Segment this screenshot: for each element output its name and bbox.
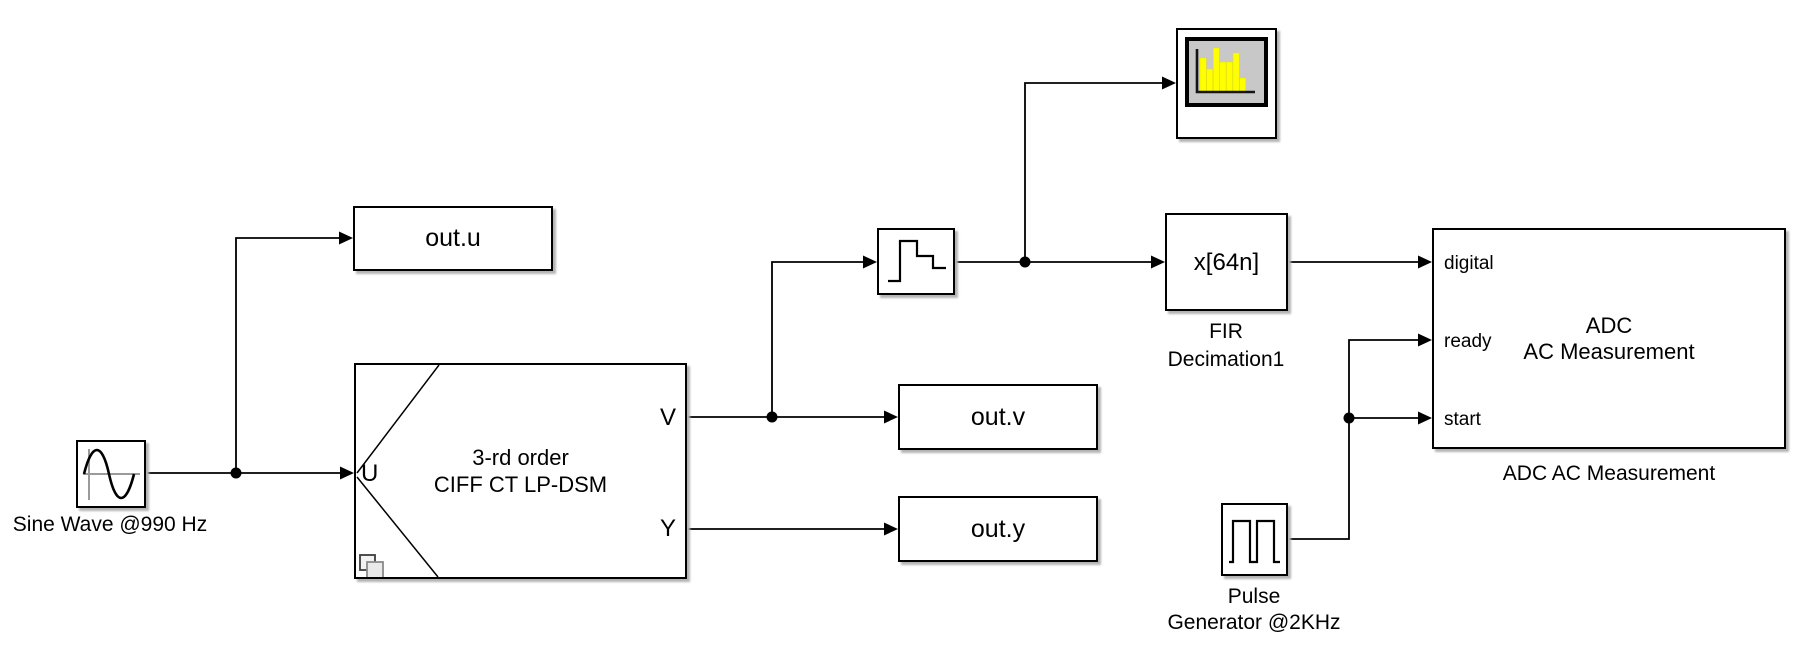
adc-port-start-label: start [1444, 409, 1481, 430]
wire-arrowhead [1418, 255, 1432, 269]
wire-junction-dot [1343, 412, 1355, 424]
out-y-block[interactable]: out.y [898, 496, 1098, 562]
wire-arrowhead [339, 231, 353, 245]
pulse-generator-label[interactable]: Pulse Generator @2KHz [1094, 584, 1414, 636]
wire-arrowhead [1418, 333, 1432, 347]
adc-ac-measurement-label[interactable]: ADC AC Measurement [1449, 461, 1769, 487]
subsystem-variant-icon [359, 554, 384, 577]
pulse-waveform-icon [1229, 519, 1280, 564]
wire-pulse-to-adc-ready[interactable] [1288, 339, 1420, 540]
dsm-title-line1: 3-rd order [472, 445, 569, 470]
adc-ac-measurement-label-text: ADC AC Measurement [1502, 462, 1716, 485]
wire-arrowhead [884, 410, 898, 424]
dsm-port-y-label: Y [659, 515, 676, 542]
adc-ac-measurement-block[interactable]: ADC AC Measurement digital ready start [1432, 228, 1786, 449]
adc-port-ready-label: ready [1444, 331, 1492, 352]
sine-wave-label[interactable]: Sine Wave @990 Hz [0, 512, 270, 538]
fir-decimation-label-line2: Decimation1 [1167, 348, 1285, 371]
wire-branch-to-scope[interactable] [1024, 82, 1164, 262]
wire-junction-dot [230, 467, 242, 479]
fir-decimation-label[interactable]: FIR Decimation1 [1066, 318, 1386, 374]
out-v-text: out.v [970, 402, 1026, 431]
pulse-generator-block[interactable] [1221, 503, 1288, 576]
fir-decimation-text: x[64n] [1193, 248, 1260, 276]
pulse-generator-label-line2: Generator @2KHz [1167, 611, 1341, 634]
dsm-port-v-label: V [659, 404, 676, 431]
wire-branch-to-out-u[interactable] [235, 237, 341, 473]
wire-arrowhead [1151, 255, 1165, 269]
wire-arrowhead [884, 522, 898, 536]
dsm-chevron-icon [356, 365, 440, 577]
spectrum-histogram-icon [1185, 37, 1268, 107]
adc-title: ADC AC Measurement [1523, 313, 1694, 365]
out-u-text: out.u [425, 224, 481, 252]
dsm-subsystem-block[interactable]: 3-rd order CIFF CT LP-DSM U V Y [354, 363, 687, 579]
wire-junction-dot [1019, 256, 1031, 268]
wire-arrowhead [1418, 411, 1432, 425]
wire-branch-to-quantizer[interactable] [771, 261, 865, 417]
pulse-generator-label-line1: Pulse [1227, 585, 1281, 608]
adc-port-digital-label: digital [1444, 253, 1494, 274]
adc-title-line2: AC Measurement [1523, 338, 1695, 364]
wire-arrowhead [340, 466, 354, 480]
adc-title-line1: ADC [1585, 312, 1633, 338]
dsm-title-line2: CIFF CT LP-DSM [433, 472, 608, 497]
wire-junction-dot [766, 411, 778, 423]
wire-arrowhead [863, 255, 877, 269]
wire-arrowhead [1162, 76, 1176, 90]
spectrum-scope-block[interactable] [1176, 28, 1277, 139]
quantizer-block[interactable] [877, 228, 955, 295]
sine-wave-block[interactable] [76, 440, 146, 508]
out-u-block[interactable]: out.u [353, 206, 553, 271]
sine-wave-label-text: Sine Wave @990 Hz [12, 513, 208, 536]
fir-decimation-label-line1: FIR [1209, 320, 1243, 343]
staircase-waveform-icon [888, 239, 946, 283]
sine-wave-icon [82, 448, 140, 500]
fir-decimation-block[interactable]: x[64n] [1165, 213, 1288, 311]
out-v-block[interactable]: out.v [898, 384, 1098, 450]
out-y-text: out.y [970, 514, 1026, 543]
dsm-title: 3-rd order CIFF CT LP-DSM [434, 444, 607, 498]
dsm-port-u-label: U [361, 460, 379, 487]
